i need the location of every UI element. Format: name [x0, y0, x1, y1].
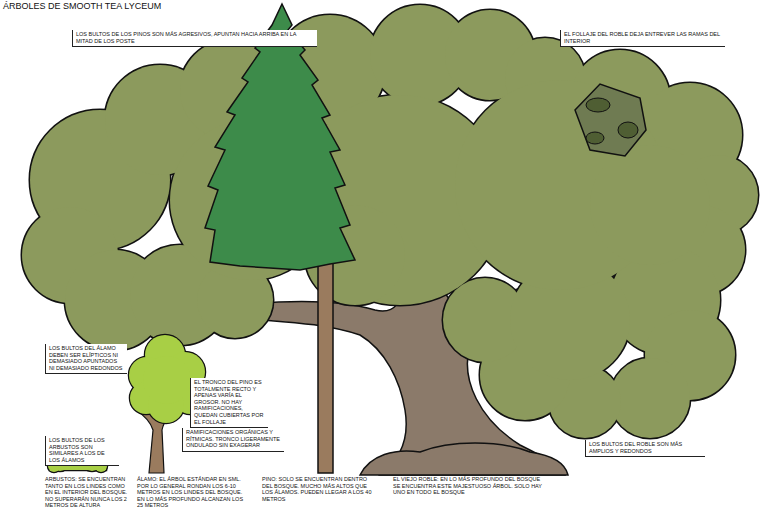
oak-roots: [360, 443, 568, 475]
note-label: LOS BULTOS DE LOS PINOS SON MÁS AGRESIVO…: [72, 30, 317, 47]
note-label: LOS BULTOS DEL ROBLE SON MÁS AMPLIOS Y R…: [585, 440, 705, 457]
note-label: EL FOLLAJE DEL ROBLE DEJA ENTREVER LAS R…: [560, 30, 725, 47]
oak-inner-leaves: [618, 122, 638, 138]
note-label: RAMIFICACIONES ORGÁNICAS Y RÍTMICAS. TRO…: [182, 428, 284, 452]
tree-description: ARBUSTOS: SE ENCUENTRAN TANTO EN LOS LIN…: [45, 476, 129, 509]
tree-description: EL VIEJO ROBLE: EN LO MÁS PROFUNDO DEL B…: [393, 476, 543, 496]
oak-inner-leaves: [586, 98, 610, 112]
oak-canopy: [22, 5, 758, 438]
note-label: LOS BULTOS DEL ÁLAMO DEBEN SER ELÍPTICOS…: [45, 344, 127, 374]
note-label: LOS BULTOS DE LOS ARBUSTOS SON SIMILARES…: [45, 436, 119, 466]
pine-trunk: [318, 250, 333, 473]
oak-canopy-outline: [22, 5, 758, 438]
oak-inner-leaves: [586, 132, 604, 144]
note-label: EL TRONCO DEL PINO ES TOTALMENTE RECTO Y…: [190, 378, 268, 428]
page-title: ÁRBOLES DE SMOOTH TEA LYCEUM: [3, 1, 161, 11]
tree-description: ÁLAMO: EL ÁRBOL ESTÁNDAR EN SML. POR LO …: [137, 476, 247, 509]
tree-description: PINO: SOLO SE ENCUENTRAN DENTRO DEL BOSQ…: [262, 476, 372, 502]
oak-canopy-gap: [575, 84, 646, 156]
